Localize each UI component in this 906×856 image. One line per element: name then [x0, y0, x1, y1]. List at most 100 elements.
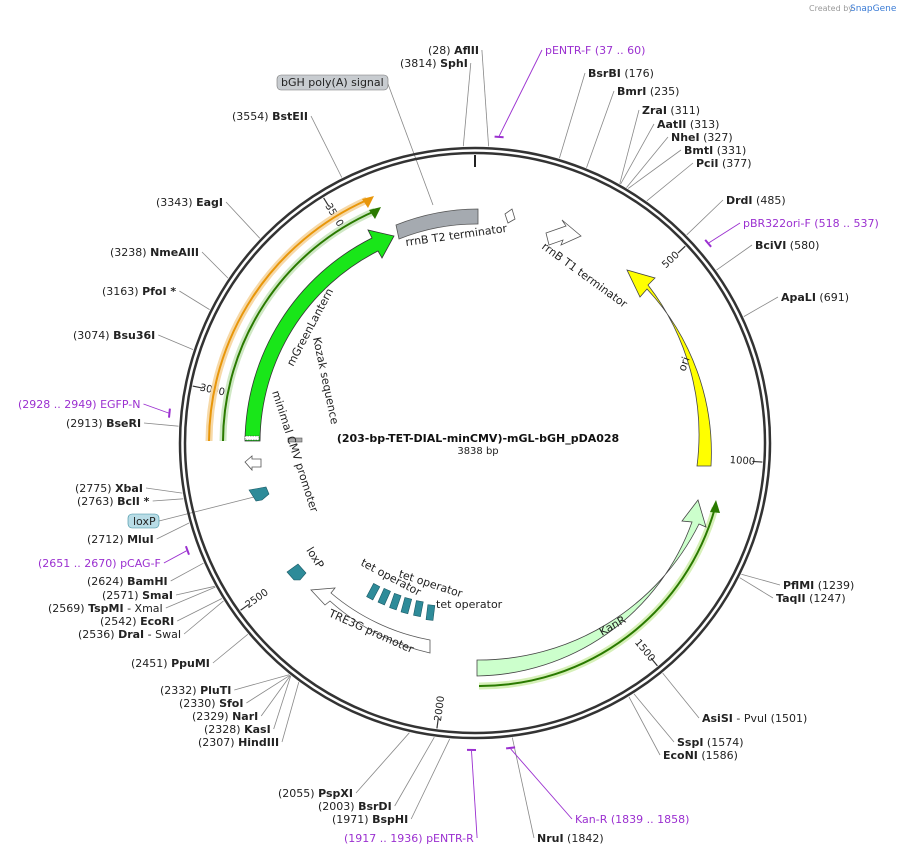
tick-mark: [650, 657, 658, 667]
backbone-inner: [183, 151, 767, 735]
site-leader: [260, 675, 291, 717]
site-pos: (311): [667, 104, 700, 117]
site-pos: (2624): [87, 575, 127, 588]
feature-label-loxp: loxP: [303, 545, 326, 571]
primer-label-pbr322ori-f: pBR322ori-F (518 .. 537): [743, 217, 879, 230]
site-label-econi: EcoNI (1586): [663, 749, 738, 762]
site-leader: [619, 109, 640, 184]
feature-small-arrow: [504, 208, 516, 224]
orf-arc-green: [222, 210, 376, 442]
site-label-eagi: (3343) EagI: [156, 196, 223, 209]
site-name: Bsu36I: [113, 329, 155, 342]
site-leader: [628, 696, 661, 756]
site-label-nari: (2329) NarI: [192, 710, 258, 723]
feature-label-bgh: bGH poly(A) signal: [281, 76, 384, 89]
site-pos: (2055): [278, 787, 318, 800]
site-pos: (2307): [198, 736, 238, 749]
site-leader: [212, 633, 249, 664]
site-label-pfoi: (3163) PfoI *: [102, 285, 176, 298]
loxp-label-box: [127, 513, 160, 529]
primer-label-pcag-f: (2651 .. 2670) pCAG-F: [38, 557, 161, 570]
site-leader: [310, 115, 343, 178]
orf-arc-kanr: [478, 507, 716, 688]
site-leader: [355, 732, 410, 794]
site-pos: (2712): [87, 533, 127, 546]
site-pos: (176): [621, 67, 654, 80]
tick-label: 2500: [244, 587, 271, 611]
site-pos: (3163): [102, 285, 142, 298]
site-name: SfoI: [219, 697, 243, 710]
site-label-bcivi: BciVI (580): [755, 239, 819, 252]
site-label-apali: ApaLI (691): [781, 291, 849, 304]
site-name: NruI: [537, 832, 564, 845]
tick-label: 2000: [433, 695, 447, 722]
site-leader: [743, 296, 779, 317]
site-label-tspmi: (2569) TspMI - XmaI: [48, 602, 163, 615]
site-leader: [246, 674, 291, 704]
site-label-bcli: (2763) BclI *: [77, 495, 150, 508]
primer-leader: [708, 222, 741, 244]
site-leader: [633, 693, 675, 743]
site-pos: (1586): [698, 749, 738, 762]
site-name: NarI: [232, 710, 258, 723]
tick-label: 1000: [729, 455, 755, 468]
primer-mark-kan-r: [505, 746, 516, 750]
site-label-sphi: (3814) SphI: [400, 57, 468, 70]
site-label-nhei: NheI (327): [671, 131, 733, 144]
orf-arrowhead-green: [369, 207, 381, 219]
feature-label-mincmv: minimal CMV promoter: [269, 389, 321, 514]
tick-mark: [436, 718, 439, 729]
tick-mark: [192, 385, 203, 389]
site-label-smai: (2571) SmaI: [102, 589, 173, 602]
site-leader: [273, 675, 292, 730]
site-leader: [143, 422, 179, 427]
site-name: BstEII: [272, 110, 308, 123]
site-name: PspXI: [318, 787, 353, 800]
site-label-zrai: ZraI (311): [642, 104, 700, 117]
site-pos: (3814): [400, 57, 440, 70]
site-pos: (485): [753, 194, 786, 207]
site-leader: [158, 334, 194, 350]
site-label-drai: (2536) DraI - SwaI: [78, 628, 181, 641]
site-pos: (3343): [156, 196, 196, 209]
plasmid-length: 3838 bp: [457, 446, 498, 457]
primer-mark-pcag-f: [184, 545, 190, 556]
primer-leader: [498, 49, 543, 137]
site-leader: [234, 674, 290, 691]
feature-mgreenlantern-stub: [244, 435, 260, 441]
site-name: BmtI: [684, 144, 713, 157]
site-label-sfoi: (2330) SfoI: [179, 697, 243, 710]
site-name: BseRI: [106, 417, 141, 430]
site-leader: [177, 598, 223, 622]
site-leader: [462, 62, 472, 147]
site-pos: (235): [646, 85, 679, 98]
feature-loxp-1: [248, 486, 270, 502]
site-name: ApaLI: [781, 291, 816, 304]
site-name: PpuMI: [171, 657, 210, 670]
feature-label-kanr: KanR: [597, 613, 628, 639]
primer-label-egfp-n: (2928 .. 2949) EGFP-N: [18, 398, 140, 411]
site-pos: (2003): [318, 800, 358, 813]
site-pos: (2329): [192, 710, 232, 723]
site-label-ecori: (2542) EcoRI: [100, 615, 174, 628]
site-leader: [646, 162, 694, 202]
site-name: KasI: [244, 723, 271, 736]
site-pos: (2569): [48, 602, 88, 615]
feature-loxp-2: [286, 563, 307, 581]
bgh-label-box: [276, 74, 389, 91]
site-label-hindiii: (2307) HindIII: [198, 736, 279, 749]
site-label-pluti: (2332) PluTI: [160, 684, 231, 697]
site-name: EcoNI: [663, 749, 698, 762]
primer-leader: [471, 750, 478, 839]
site-pos: (28): [428, 44, 454, 57]
primer-mark-pbr322ori-f: [704, 239, 712, 248]
site-name: PluTI: [200, 684, 231, 697]
primer-leader: [510, 748, 573, 820]
site-name: EcoRI: [140, 615, 174, 628]
orf-arrowhead-orange: [362, 196, 374, 208]
feature-tre3g: [310, 587, 431, 654]
site-leader: [165, 586, 216, 609]
tick-mark: [752, 460, 763, 463]
